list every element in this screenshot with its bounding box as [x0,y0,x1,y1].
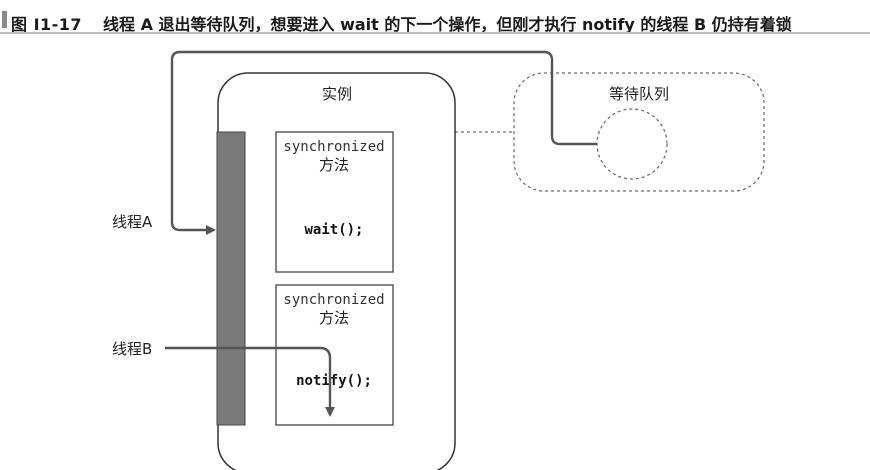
sync-keyword-top: synchronized [283,139,384,155]
sync-method-notify-box [275,284,394,426]
sync-method-wait-box [275,131,394,273]
caption-text: 线程 A 退出等待队列，想要进入 wait 的下一个操作，但刚才执行 notif… [103,15,792,34]
thread-b-label: 线程B [112,340,152,358]
notify-call: notify(); [296,373,372,389]
thread-a-path [170,50,597,235]
wait-queue-slot [596,108,668,180]
lock-bar [216,131,246,426]
sync-keyword-bottom: synchronized [283,292,384,308]
instance-label: 实例 [322,85,352,103]
figure-caption: 图 I1-17 线程 A 退出等待队列，想要进入 wait 的下一个操作，但刚才… [0,0,870,34]
thread-a-label: 线程A [112,213,153,231]
figure-label: 图 I1-17 [11,15,83,34]
caption-rule [0,32,870,34]
thread-b-path [165,346,335,417]
wait-queue-label: 等待队列 [609,85,669,103]
wait-queue-box [513,72,765,192]
method-word-top: 方法 [319,156,349,174]
wait-call: wait(); [304,222,363,238]
caption-marker [2,11,7,28]
method-word-bottom: 方法 [319,309,349,327]
